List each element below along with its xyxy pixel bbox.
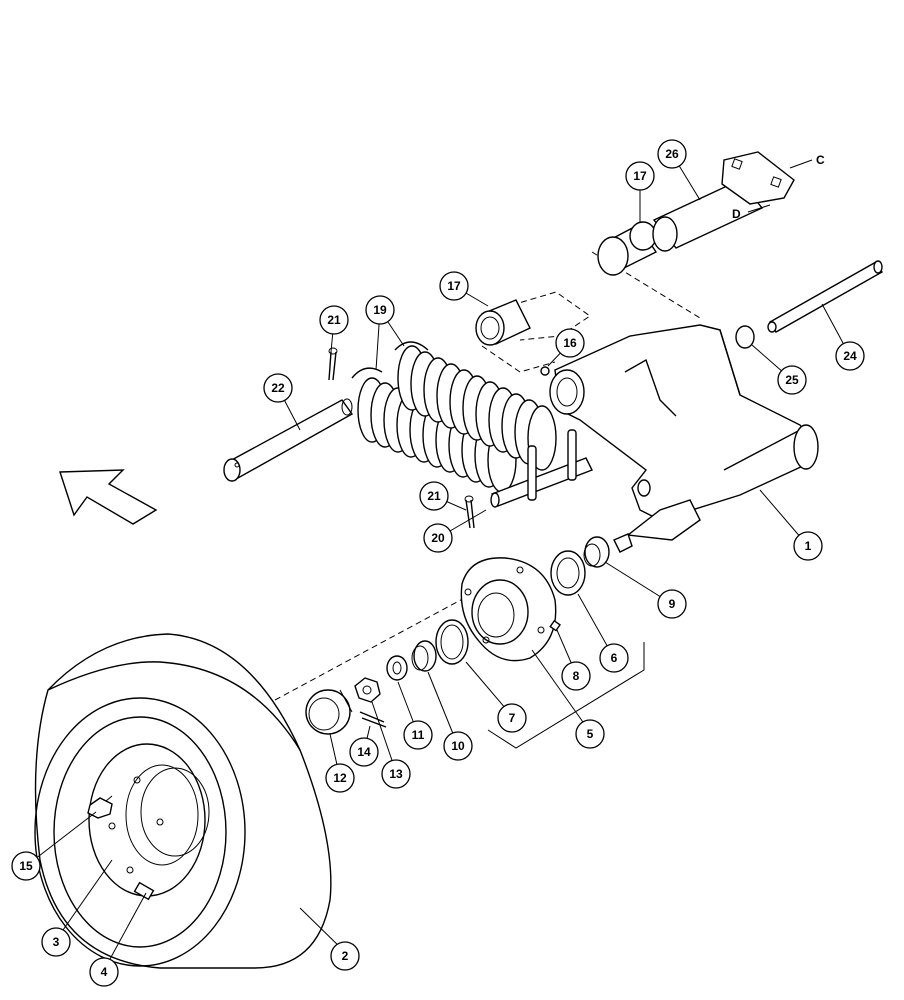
callout-label: 12 — [333, 771, 347, 785]
callout-26: 26 — [657, 139, 687, 169]
callout-label: 22 — [271, 381, 285, 395]
callout-7: 7 — [497, 703, 527, 733]
callout-19: 19 — [365, 295, 395, 325]
grease-fitting — [549, 619, 561, 632]
grease-fitting-arm — [540, 366, 550, 376]
inner-bearing-cup — [550, 550, 586, 596]
callout-9: 9 — [657, 589, 687, 619]
callout-24: 24 — [835, 341, 865, 371]
callout-21-lower: 21 — [419, 481, 449, 511]
callout-label: 21 — [327, 313, 341, 327]
callout-label: 15 — [19, 859, 33, 873]
callout-21-upper: 21 — [319, 305, 349, 335]
spring-pin — [223, 398, 354, 482]
callout-11: 11 — [403, 720, 433, 750]
direction-arrow-icon — [59, 469, 158, 525]
wheel-hub — [460, 557, 557, 662]
callout-label: 19 — [373, 303, 387, 317]
callout-2: 2 — [330, 941, 360, 971]
callout-label: 5 — [587, 727, 594, 741]
callout-label: 14 — [357, 745, 371, 759]
callout-label: 3 — [53, 935, 60, 949]
cotter-pin-upper — [328, 347, 338, 381]
springs — [357, 345, 557, 493]
callout-label: 13 — [389, 767, 403, 781]
callout-22: 22 — [263, 373, 293, 403]
callout-10: 10 — [443, 731, 473, 761]
callout-label: 26 — [665, 147, 679, 161]
bushing-upper — [597, 221, 658, 276]
callout-14: 14 — [349, 737, 379, 767]
dust-cap — [305, 689, 353, 735]
tire — [34, 633, 332, 969]
callout-label: 9 — [669, 597, 676, 611]
callout-5: 5 — [575, 719, 605, 749]
pivot-pin — [652, 151, 795, 252]
cotter-pin — [359, 711, 387, 728]
callout-6: 6 — [599, 643, 629, 673]
snap-ring — [735, 325, 755, 349]
callout-17-upper: 17 — [625, 161, 655, 191]
callout-label: 24 — [843, 349, 857, 363]
callout-4: 4 — [89, 957, 119, 987]
callout-label: 21 — [427, 489, 441, 503]
callout-label: 1 — [805, 539, 812, 553]
outer-bearing-cup — [435, 619, 469, 665]
callout-3: 3 — [41, 927, 71, 957]
callout-25: 25 — [777, 365, 807, 395]
reference-letter-d: D — [732, 207, 741, 221]
callout-label: 10 — [451, 739, 465, 753]
inner-bearing-cone — [583, 536, 610, 568]
castle-nut — [354, 677, 381, 703]
callout-8: 8 — [561, 661, 591, 691]
callout-15: 15 — [11, 851, 41, 881]
valve-stem — [133, 881, 155, 901]
callout-16: 16 — [555, 328, 585, 358]
bushing-lower — [475, 299, 531, 346]
callout-label: 17 — [447, 279, 461, 293]
callout-label: 4 — [101, 965, 108, 979]
callout-label: 6 — [611, 651, 618, 665]
callout-label: 11 — [412, 728, 425, 742]
callout-label: 16 — [563, 336, 577, 350]
pivot-tube — [549, 369, 585, 415]
callout-20: 20 — [423, 523, 453, 553]
callout-12: 12 — [325, 763, 355, 793]
callout-label: 8 — [573, 669, 580, 683]
callout-label: 2 — [342, 949, 349, 963]
callout-label: 7 — [509, 711, 516, 725]
cotter-pin-lower — [464, 495, 475, 529]
washer — [386, 655, 408, 681]
callout-label: 20 — [431, 531, 445, 545]
pivot-arm — [554, 324, 819, 553]
spring-bar — [490, 429, 593, 508]
outer-bearing-cone — [411, 640, 437, 672]
callout-13: 13 — [381, 759, 411, 789]
callout-1: 1 — [793, 531, 823, 561]
callout-17-lower: 17 — [439, 271, 469, 301]
long-pin — [767, 260, 883, 333]
callout-label: 25 — [785, 373, 799, 387]
reference-letter-c: C — [816, 153, 825, 167]
callout-label: 17 — [633, 169, 647, 183]
